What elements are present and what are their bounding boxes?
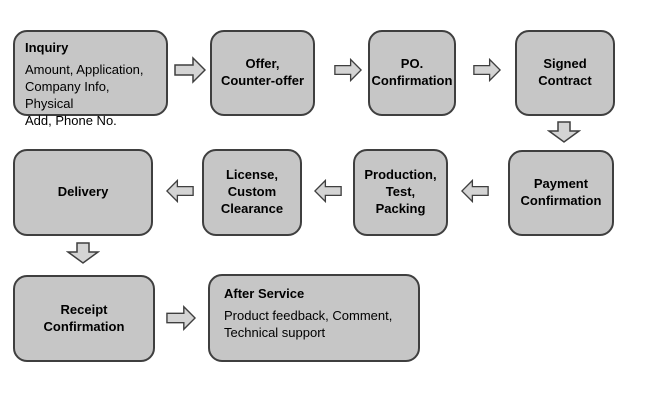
- node-license-custom-clearance: License, Custom Clearance: [202, 149, 302, 236]
- node-inquiry-body: Amount, Application, Company Info, Physi…: [25, 62, 144, 128]
- node-license-custom-clearance-label: License, Custom Clearance: [220, 167, 284, 216]
- node-po-confirmation-label: PO. Confirmation: [371, 56, 453, 88]
- node-offer: Offer, Counter-offer: [210, 30, 315, 116]
- node-after-service-title: After Service: [224, 286, 305, 301]
- node-inquiry-title: Inquiry: [25, 40, 69, 55]
- node-production-test-packing: Production, Test, Packing: [353, 149, 448, 236]
- node-delivery: Delivery: [13, 149, 153, 236]
- node-after-service: After Service Product feedback, Comment,…: [208, 274, 420, 362]
- node-signed-contract-label: Signed Contract: [538, 56, 592, 88]
- node-payment-confirmation: Payment Confirmation: [508, 150, 614, 236]
- arrow-right-icon: [174, 56, 206, 84]
- arrow-left-icon: [461, 178, 489, 204]
- node-payment-confirmation-label: Payment Confirmation: [520, 176, 602, 208]
- arrow-right-icon: [166, 304, 196, 332]
- node-receipt-confirmation: Receipt Confirmation: [13, 275, 155, 362]
- node-inquiry: Inquiry Amount, Application, Company Inf…: [13, 30, 168, 128]
- node-po-confirmation: PO. Confirmation: [368, 30, 456, 116]
- node-delivery-label: Delivery: [57, 184, 109, 200]
- node-signed-contract: Signed Contract: [515, 30, 615, 116]
- arrow-right-icon: [473, 57, 501, 83]
- arrow-down-icon: [547, 121, 581, 143]
- arrow-down-icon: [66, 242, 100, 264]
- node-production-test-packing-label: Production, Test, Packing: [364, 167, 437, 216]
- node-offer-label: Offer, Counter-offer: [220, 56, 305, 88]
- arrow-left-icon: [314, 178, 342, 204]
- arrow-right-icon: [334, 57, 362, 83]
- node-receipt-confirmation-label: Receipt Confirmation: [43, 301, 125, 334]
- arrow-left-icon: [166, 178, 194, 204]
- node-after-service-body: Product feedback, Comment, Technical sup…: [224, 308, 393, 340]
